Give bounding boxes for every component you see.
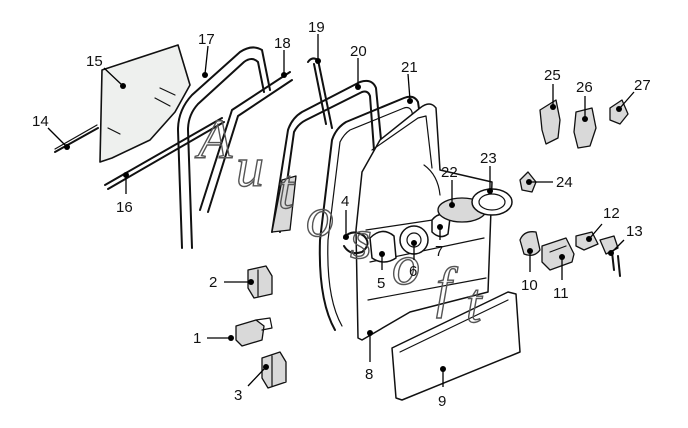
callout-10: 10 bbox=[521, 248, 538, 294]
callout-9: 9 bbox=[438, 366, 446, 410]
callout-4: 4 bbox=[341, 193, 349, 240]
watermark-letter: s bbox=[350, 209, 372, 271]
callout-11: 11 bbox=[553, 254, 569, 302]
part-4-regulator bbox=[343, 231, 369, 255]
part-26-latch bbox=[573, 107, 597, 149]
callout-22: 22 bbox=[441, 164, 458, 208]
callout-18: 18 bbox=[274, 35, 291, 78]
part-15-door-glass bbox=[99, 44, 191, 163]
callout-label: 13 bbox=[626, 223, 643, 240]
callout-13: 13 bbox=[608, 223, 643, 256]
callout-label: 12 bbox=[603, 205, 620, 222]
callout-label: 27 bbox=[634, 77, 651, 94]
callout-20: 20 bbox=[350, 43, 367, 90]
callout-label: 7 bbox=[435, 243, 443, 260]
callout-label: 14 bbox=[32, 113, 49, 130]
callout-label: 9 bbox=[438, 393, 446, 410]
callout-17: 17 bbox=[198, 31, 215, 78]
callout-21: 21 bbox=[401, 59, 418, 104]
part-2-hinge bbox=[247, 265, 273, 299]
callouts: 1 2 3 4 5 6 bbox=[32, 19, 651, 410]
callout-label: 3 bbox=[234, 387, 242, 404]
callout-19: 19 bbox=[308, 19, 325, 64]
part-9-trim-panel bbox=[391, 291, 521, 401]
callout-label: 4 bbox=[341, 193, 349, 210]
callout-23: 23 bbox=[480, 150, 497, 194]
callout-1: 1 bbox=[193, 330, 234, 347]
callout-26: 26 bbox=[576, 79, 593, 122]
watermark-letter: t bbox=[278, 159, 295, 221]
part-20-frame-seal bbox=[271, 79, 383, 233]
part-3-lower-hinge bbox=[261, 351, 287, 389]
callout-3: 3 bbox=[234, 364, 269, 404]
callout-label: 17 bbox=[198, 31, 215, 48]
part-10-outside-handle bbox=[519, 231, 541, 256]
callout-16: 16 bbox=[116, 172, 133, 216]
part-17-glass-run-channel bbox=[177, 46, 271, 249]
part-8-door-shell bbox=[355, 103, 493, 341]
callout-8: 8 bbox=[365, 330, 373, 383]
callout-24: 24 bbox=[526, 174, 573, 191]
callout-label: 10 bbox=[521, 277, 538, 294]
watermark-letter: o bbox=[306, 187, 334, 249]
callout-label: 24 bbox=[556, 174, 573, 191]
part-13-key-cylinder bbox=[599, 235, 619, 255]
callout-5: 5 bbox=[377, 251, 385, 292]
callout-label: 1 bbox=[193, 330, 201, 347]
callout-label: 26 bbox=[576, 79, 593, 96]
callout-7: 7 bbox=[435, 224, 443, 260]
watermark-letter: u bbox=[236, 137, 264, 199]
callout-label: 22 bbox=[441, 164, 458, 181]
callout-25: 25 bbox=[544, 67, 561, 110]
callout-label: 5 bbox=[377, 275, 385, 292]
part-5-regulator-plate bbox=[369, 230, 397, 263]
watermark-letter: A bbox=[194, 109, 233, 171]
callout-label: 21 bbox=[401, 59, 418, 76]
parts-drawing bbox=[54, 44, 629, 401]
callout-14: 14 bbox=[32, 113, 70, 150]
callout-label: 6 bbox=[409, 263, 417, 280]
callout-27: 27 bbox=[616, 77, 651, 112]
callout-6: 6 bbox=[409, 240, 417, 280]
callout-label: 15 bbox=[86, 53, 103, 70]
callout-label: 25 bbox=[544, 67, 561, 84]
callout-label: 11 bbox=[553, 285, 569, 302]
part-11-handle-bracket bbox=[541, 237, 575, 271]
part-25-bracket bbox=[539, 99, 561, 145]
callout-label: 19 bbox=[308, 19, 325, 36]
callout-12: 12 bbox=[586, 205, 620, 242]
callout-label: 20 bbox=[350, 43, 367, 60]
callout-label: 16 bbox=[116, 199, 133, 216]
part-1-door-check bbox=[235, 319, 265, 347]
part-14-channel-strip bbox=[54, 127, 99, 153]
callout-label: 18 bbox=[274, 35, 291, 52]
callout-15: 15 bbox=[86, 53, 126, 89]
glass-reflection-lines bbox=[107, 87, 176, 135]
callout-label: 8 bbox=[365, 366, 373, 383]
watermark-letter: t bbox=[466, 273, 483, 335]
part-18-run-strip bbox=[199, 71, 293, 213]
watermark: A u t o s o f t bbox=[193, 108, 483, 335]
part-21-weatherstrip bbox=[318, 95, 429, 331]
callout-label: 2 bbox=[209, 274, 217, 291]
callout-2: 2 bbox=[209, 274, 254, 291]
callout-label: 23 bbox=[480, 150, 497, 167]
